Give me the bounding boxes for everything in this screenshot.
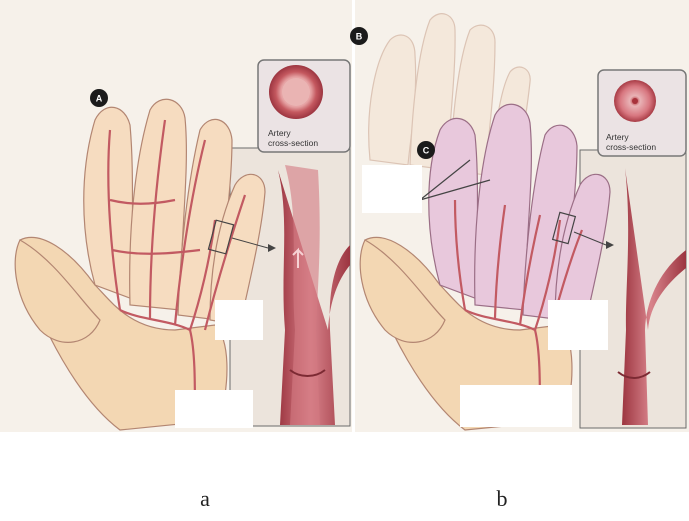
badge-b-text: B — [356, 32, 363, 42]
badge-c: C — [417, 141, 435, 159]
inset-label-a-line1: Artery — [268, 128, 291, 138]
label-mask-a1 — [215, 300, 263, 340]
panel-b: Artery cross-section B C — [350, 0, 689, 432]
badge-a: A — [90, 89, 108, 107]
inset-label-b-line2: cross-section — [606, 142, 656, 152]
inset-label-b-line1: Artery — [606, 132, 629, 142]
cross-section-inset-a: Artery cross-section — [258, 60, 350, 152]
panel-a: Artery cross-section A — [0, 0, 352, 432]
inset-label-a-line2: cross-section — [268, 138, 318, 148]
label-mask-b3 — [460, 385, 572, 427]
badge-a-text: A — [96, 94, 103, 104]
label-mask-b1 — [362, 165, 422, 213]
badge-c-text: C — [423, 146, 430, 156]
caption-b: b — [482, 486, 522, 512]
cross-section-inset-b: Artery cross-section — [598, 70, 686, 156]
label-mask-a2 — [175, 390, 253, 428]
badge-b: B — [350, 27, 368, 45]
caption-a: a — [185, 486, 225, 512]
label-mask-b2 — [548, 300, 608, 350]
